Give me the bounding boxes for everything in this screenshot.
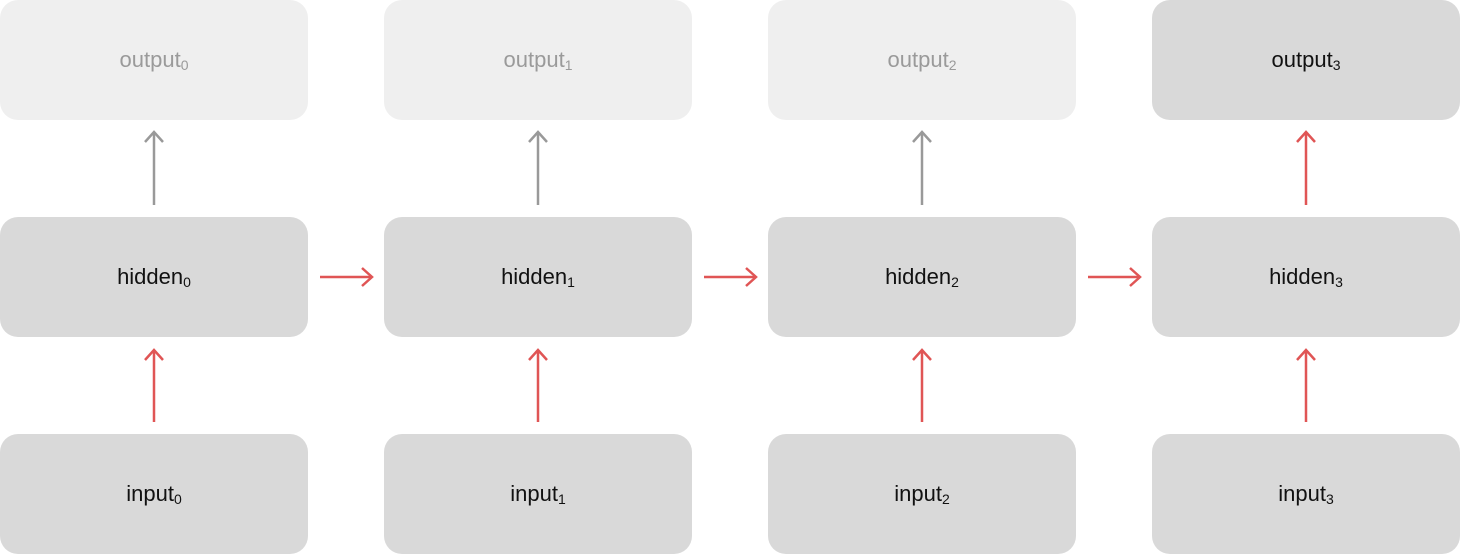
hidden-node-1-index: 1 <box>567 274 575 290</box>
hidden-node-3: hidden3 <box>1152 217 1460 337</box>
input-node-2: input2 <box>768 434 1076 554</box>
input-node-0-label: input <box>126 481 174 506</box>
output-node-1: output1 <box>384 0 692 120</box>
input-to-hidden-arrow-2 <box>912 348 932 422</box>
input-node-1: input1 <box>384 434 692 554</box>
input-to-hidden-arrow-3 <box>1296 348 1316 422</box>
hidden-to-hidden-arrow-1 <box>704 267 758 287</box>
hidden-node-1-label: hidden <box>501 264 568 289</box>
hidden-to-output-arrow-0 <box>144 130 164 205</box>
output-node-0-label: output <box>119 47 181 72</box>
hidden-node-3-index: 3 <box>1335 274 1343 290</box>
hidden-node-2: hidden2 <box>768 217 1076 337</box>
input-node-0-index: 0 <box>173 491 182 507</box>
output-node-1-index: 1 <box>564 57 573 73</box>
output-node-2-label: output <box>887 47 949 72</box>
input-to-hidden-arrow-0 <box>144 348 164 422</box>
input-node-1-index: 1 <box>557 491 566 507</box>
input-node-2-label: input <box>894 481 942 506</box>
output-node-3-label: output <box>1271 47 1333 72</box>
hidden-to-hidden-arrow-0 <box>320 267 374 287</box>
hidden-node-2-index: 2 <box>951 274 959 290</box>
hidden-to-output-arrow-3 <box>1296 130 1316 205</box>
hidden-node-3-label: hidden <box>1269 264 1336 289</box>
output-node-3-index: 3 <box>1332 57 1341 73</box>
hidden-node-2-label: hidden <box>885 264 952 289</box>
input-node-0: input0 <box>0 434 308 554</box>
hidden-to-hidden-arrow-2 <box>1088 267 1142 287</box>
hidden-node-0: hidden0 <box>0 217 308 337</box>
input-node-2-index: 2 <box>941 491 950 507</box>
output-node-0: output0 <box>0 0 308 120</box>
input-node-3-label: input <box>1278 481 1326 506</box>
output-node-2-index: 2 <box>948 57 957 73</box>
output-node-3: output3 <box>1152 0 1460 120</box>
output-node-2: output2 <box>768 0 1076 120</box>
hidden-to-output-arrow-1 <box>528 130 548 205</box>
hidden-node-1: hidden1 <box>384 217 692 337</box>
input-node-3: input3 <box>1152 434 1460 554</box>
output-node-1-label: output <box>503 47 565 72</box>
hidden-node-0-index: 0 <box>183 274 191 290</box>
hidden-to-output-arrow-2 <box>912 130 932 205</box>
input-to-hidden-arrow-1 <box>528 348 548 422</box>
input-node-1-label: input <box>510 481 558 506</box>
input-node-3-index: 3 <box>1325 491 1334 507</box>
output-node-0-index: 0 <box>180 57 189 73</box>
hidden-node-0-label: hidden <box>117 264 184 289</box>
